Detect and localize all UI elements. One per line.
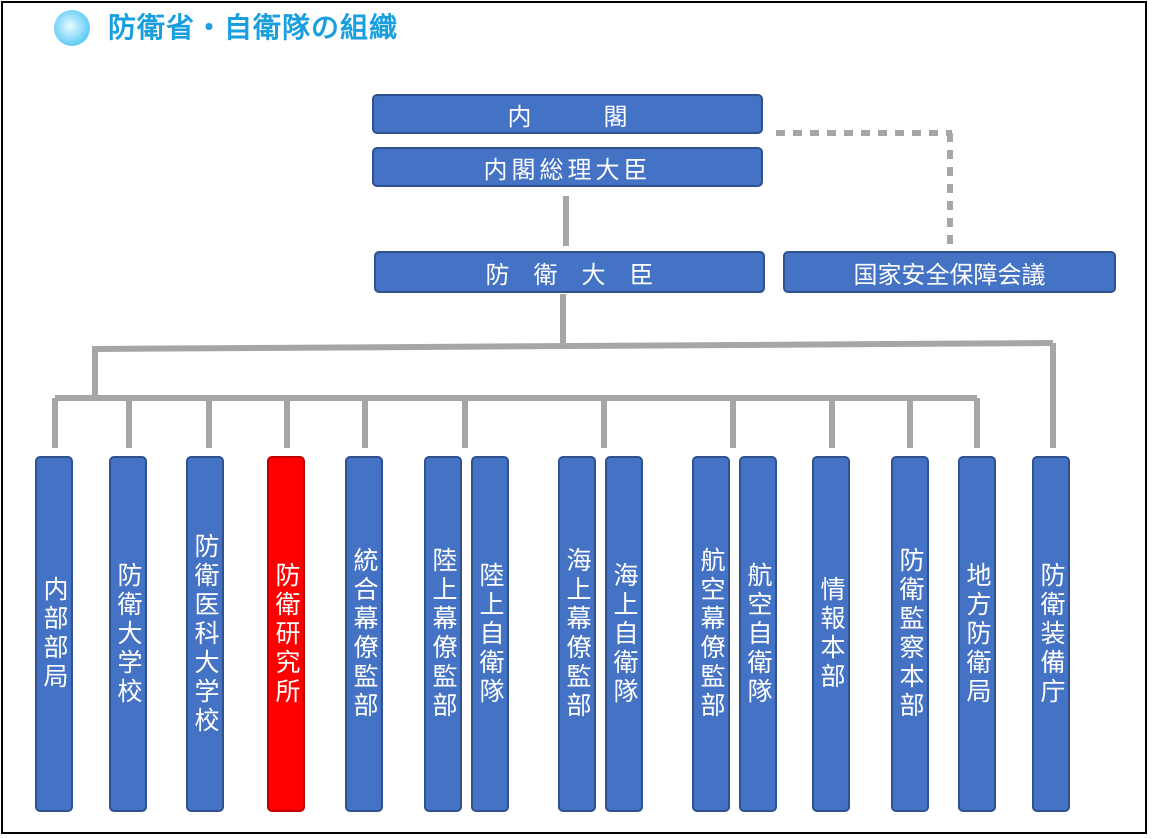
unit-label: 陸上幕僚監部 bbox=[429, 547, 458, 721]
unit-box: 海上幕僚監部 bbox=[558, 456, 596, 812]
unit-box: 航空幕僚監部 bbox=[692, 456, 730, 812]
unit-label: 防衛監察本部 bbox=[896, 547, 925, 721]
unit-label: 陸上自衛隊 bbox=[476, 561, 505, 707]
unit-label: 防衛大学校 bbox=[114, 561, 143, 707]
unit-label: 防衛装備庁 bbox=[1037, 561, 1066, 707]
defense-minister-box: 防 衛 大 臣 bbox=[374, 251, 765, 293]
unit-label: 情報本部 bbox=[817, 576, 846, 692]
unit-box: 地方防衛局 bbox=[958, 456, 996, 812]
unit-box: 統合幕僚監部 bbox=[345, 456, 383, 812]
unit-label: 地方防衛局 bbox=[963, 561, 992, 707]
unit-box: 防衛装備庁 bbox=[1032, 456, 1070, 812]
unit-label: 海上幕僚監部 bbox=[563, 547, 592, 721]
unit-box: 防衛監察本部 bbox=[891, 456, 929, 812]
nsc-box: 国家安全保障会議 bbox=[783, 251, 1116, 293]
unit-label: 内部部局 bbox=[40, 576, 69, 692]
unit-box: 航空自衛隊 bbox=[739, 456, 777, 812]
unit-label: 統合幕僚監部 bbox=[350, 547, 379, 721]
unit-label: 航空自衛隊 bbox=[744, 561, 773, 707]
cabinet-box: 内 閣 bbox=[372, 94, 763, 134]
page-title: 防衛省・自衛隊の組織 bbox=[108, 11, 399, 44]
unit-box: 防衛大学校 bbox=[109, 456, 147, 812]
unit-box-highlighted: 防衛研究所 bbox=[267, 456, 305, 812]
unit-label: 防衛研究所 bbox=[272, 561, 301, 707]
unit-label: 防衛医科大学校 bbox=[191, 532, 220, 736]
unit-box: 情報本部 bbox=[812, 456, 850, 812]
unit-box: 陸上幕僚監部 bbox=[424, 456, 462, 812]
unit-box: 陸上自衛隊 bbox=[471, 456, 509, 812]
unit-label: 海上自衛隊 bbox=[610, 561, 639, 707]
upper-branch-line bbox=[94, 340, 1054, 352]
unit-box: 海上自衛隊 bbox=[605, 456, 643, 812]
prime-minister-box: 内閣総理大臣 bbox=[372, 147, 763, 187]
unit-label: 航空幕僚監部 bbox=[697, 547, 726, 721]
unit-box: 内部部局 bbox=[35, 456, 73, 812]
title-bullet-icon bbox=[54, 10, 90, 46]
unit-box: 防衛医科大学校 bbox=[186, 456, 224, 812]
